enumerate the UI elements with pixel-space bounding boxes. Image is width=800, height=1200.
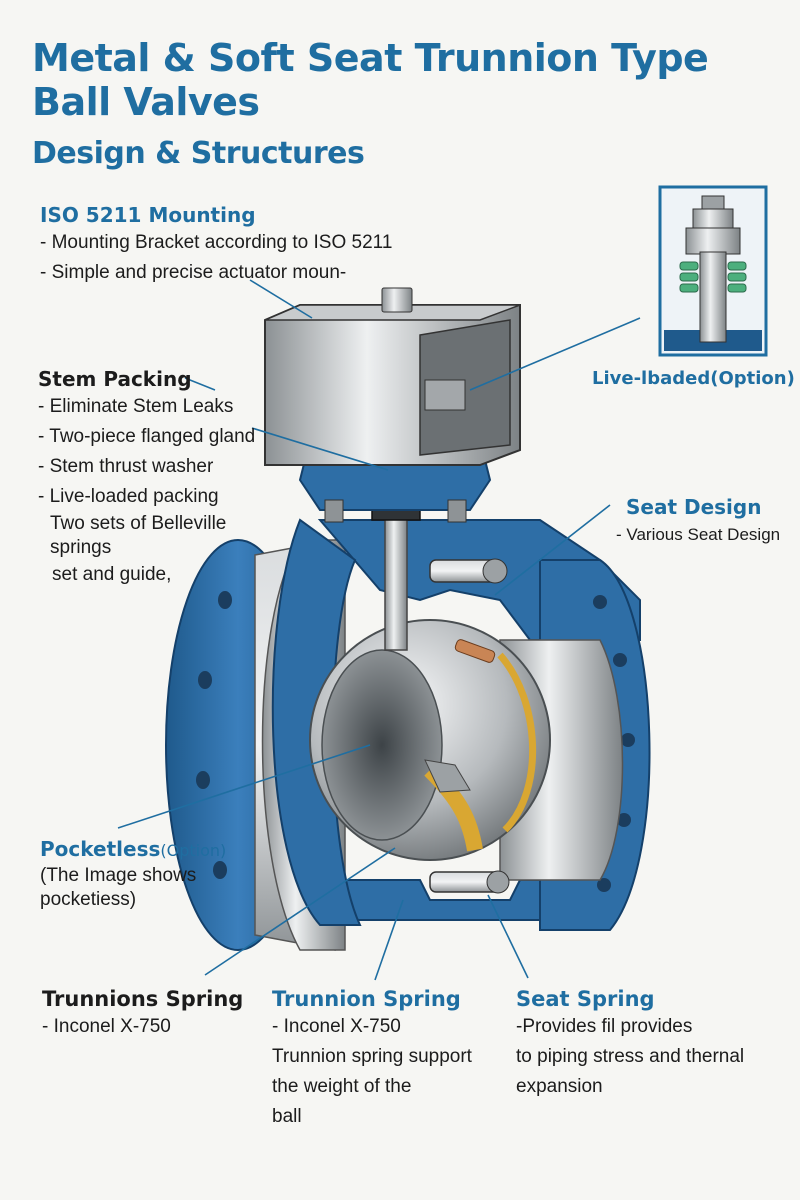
callout-iso-mounting: ISO 5211 Mounting - Mounting Bracket acc… (40, 202, 392, 288)
callout-pocketless: Pocketless(Option) (The Image shows pock… (40, 836, 226, 912)
callout-line: to piping stress and thernal (516, 1046, 745, 1067)
callout-line: Trunnion spring support (272, 1046, 472, 1067)
callout-seat-spring: Seat Spring -Provides fil provides to pi… (516, 986, 744, 1102)
callout-heading: Trunnion Spring (272, 987, 461, 1011)
callout-line: the weight of the (272, 1076, 412, 1097)
callout-trunnions-spring: Trunnions Spring - Inconel X-750 (42, 986, 243, 1042)
callout-line: -Provides fil provides (516, 1016, 693, 1037)
callout-line: - Stem thrust washer (38, 456, 214, 477)
callout-heading: Live-lbaded(Option) (592, 368, 795, 389)
callout-heading: Trunnions Spring (42, 987, 244, 1011)
valve-ball (309, 619, 551, 861)
callout-heading: ISO 5211 Mounting (40, 203, 256, 227)
callout-line: - Inconel X-750 (42, 1016, 171, 1037)
callout-live-loaded: Live-lbaded(Option) (592, 366, 795, 392)
callout-line: Two sets of Belleville (50, 513, 227, 534)
callout-option: (Option) (160, 841, 227, 860)
callout-heading: Stem Packing (38, 367, 192, 391)
callout-trunnion-spring: Trunnion Spring - Inconel X-750 Trunnion… (272, 986, 472, 1132)
callout-line: springs (50, 537, 112, 558)
callout-seat-design: Seat Design - Various Seat Design (616, 494, 780, 550)
page-subtitle: Design & Structures (32, 136, 365, 171)
callout-line: - Various Seat Design (616, 525, 781, 544)
callout-line: - Mounting Bracket according to ISO 5211 (40, 232, 393, 253)
seat-spring-bolts (429, 558, 510, 894)
callout-line: pocketiess) (40, 889, 137, 910)
callout-leader-lines (117, 279, 641, 981)
callout-line: - Eliminate Stem Leaks (38, 396, 234, 417)
mounting-bracket (264, 287, 521, 466)
callout-heading: Seat Design (626, 495, 762, 519)
callout-line: (The Image shows (40, 865, 197, 886)
seat-rings (424, 639, 537, 852)
callout-heading: Seat Spring (516, 987, 655, 1011)
callout-line: ball (272, 1106, 302, 1127)
callout-line: - Two-piece flanged gland (38, 426, 256, 447)
page-title: Metal & Soft Seat Trunnion Type Ball Val… (32, 36, 709, 124)
callout-line: set and guide, (52, 564, 172, 585)
live-loaded-inset (658, 185, 768, 357)
callout-heading: Pocketless (40, 837, 161, 861)
callout-line: expansion (516, 1076, 603, 1097)
callout-line: - Simple and precise actuator moun- (40, 262, 347, 283)
callout-line: - Live-loaded packing (38, 486, 219, 507)
callout-line: - Inconel X-750 (272, 1016, 401, 1037)
callout-stem-packing: Stem Packing - Eliminate Stem Leaks - Tw… (38, 366, 255, 590)
